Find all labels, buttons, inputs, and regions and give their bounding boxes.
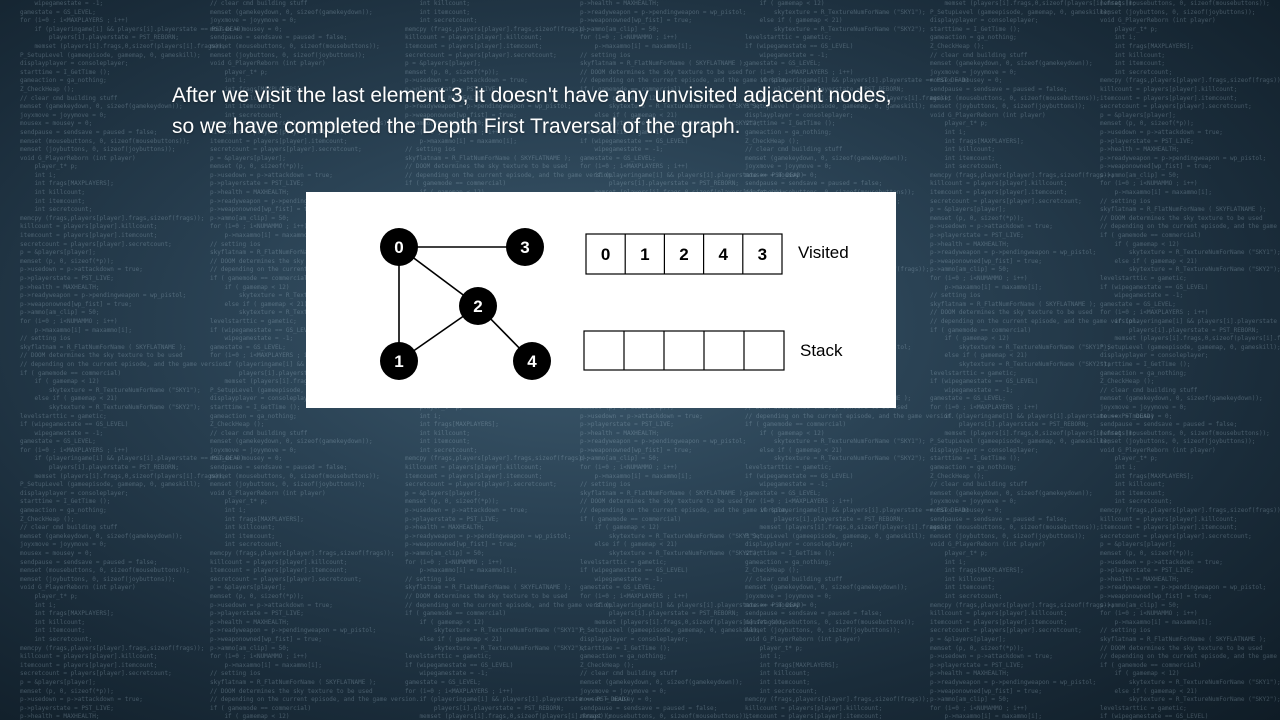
graph-node-1: 1 — [380, 342, 418, 380]
dfs-diagram: 0 3 2 1 4 0 1 2 4 3 Visited Stack — [380, 228, 849, 380]
visited-array-outline — [585, 233, 783, 275]
visited-cell: 3 — [742, 234, 767, 274]
graph-node-3: 3 — [506, 228, 544, 266]
caption-line-1: After we visit the last element 3, it do… — [172, 84, 892, 107]
graph-nodes: 0 3 2 1 4 — [380, 228, 551, 380]
node-label: 0 — [394, 238, 403, 257]
node-label: 1 — [394, 352, 403, 371]
code-column: memset (players[i].frags,0,sizeof(player… — [930, 0, 1154, 720]
node-circle — [380, 228, 418, 266]
visited-cell-value: 3 — [758, 245, 767, 264]
visited-cell-value: 2 — [679, 245, 688, 264]
visited-cell-value: 4 — [718, 245, 728, 264]
node-circle — [513, 342, 551, 380]
node-label: 4 — [527, 352, 537, 371]
visited-cell-value: 0 — [601, 245, 610, 264]
node-circle — [459, 287, 497, 325]
visited-cell: 1 — [624, 234, 650, 274]
stack-label: Stack — [800, 341, 843, 360]
visited-array: 0 1 2 4 3 Visited — [585, 233, 849, 275]
graph-node-2: 2 — [459, 287, 497, 325]
caption: After we visit the last element 3, it do… — [172, 80, 1052, 142]
visited-cell: 2 — [663, 234, 689, 274]
stack-array-outline — [583, 330, 785, 371]
graph-node-4: 4 — [513, 342, 551, 380]
visited-label: Visited — [798, 243, 849, 262]
visited-cell-value: 1 — [640, 245, 649, 264]
visited-cell: 0 — [601, 245, 610, 264]
node-label: 3 — [520, 238, 529, 257]
diagram-panel: 0 3 2 1 4 0 1 2 4 3 Visited Stack — [306, 192, 896, 408]
code-column: wipegamestate = -1; gamestate = GS_LEVEL… — [20, 0, 244, 720]
node-circle — [380, 342, 418, 380]
stack-array: Stack — [583, 330, 843, 371]
visited-cell: 4 — [703, 234, 728, 274]
node-circle — [506, 228, 544, 266]
node-label: 2 — [473, 297, 482, 316]
graph-node-0: 0 — [380, 228, 418, 266]
code-column: memset (mousebuttons, 0, sizeof(mousebut… — [1100, 0, 1280, 720]
caption-line-2: so we have completed the Depth First Tra… — [172, 115, 741, 138]
